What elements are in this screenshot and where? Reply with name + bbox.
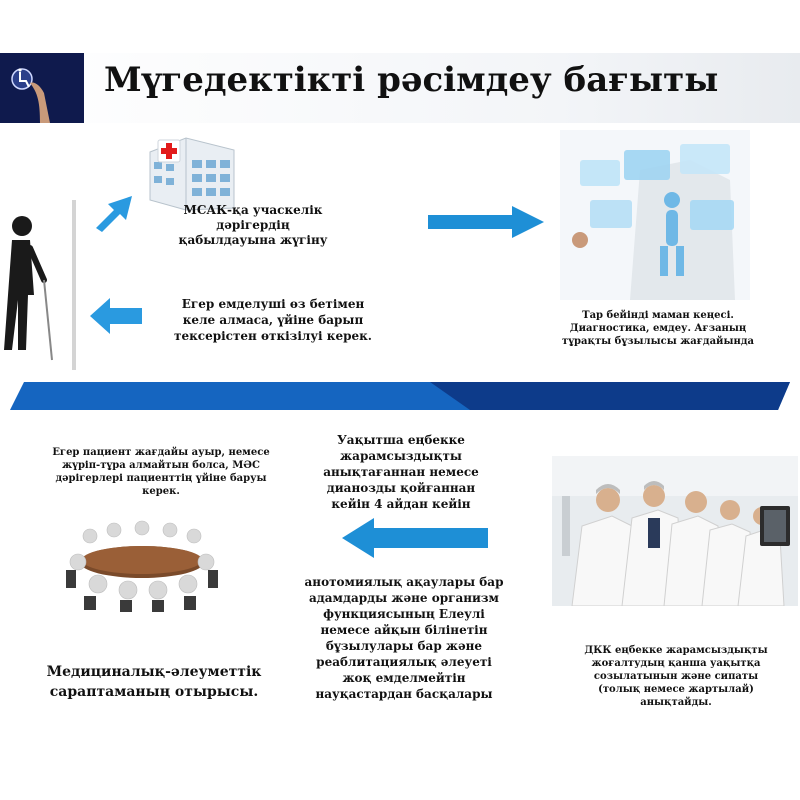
header-image [0,53,84,123]
arrow-right-top [428,206,544,238]
person-with-cane-figure [0,200,82,370]
hospital-building-icon [149,137,235,211]
doctors-group-image [552,456,798,606]
step-dkk: ДКК еңбекке жарамсыздықты жоғалтудың қан… [584,645,768,708]
page-title: Мүгедектікті рәсімдеу бағыты [104,60,719,100]
step-msak-visit: МСАК-қа учаскелік дәрігердің қабылдауына… [178,203,328,247]
header-bar [0,53,800,123]
section-divider-band [10,382,790,410]
step-timing: Уақытша еңбекке жарамсыздықты анықтағанн… [323,433,479,511]
arrow-left-home [90,298,142,334]
step-mse-home: Егер пациент жағдайы ауыр, немесе жүріп-… [52,447,270,497]
step-meeting: Медициналық-әлеуметтік сараптаманың отыр… [46,664,262,700]
meeting-table-image [48,500,232,612]
step-exception: анотомиялық ақаулары бар адамдарды және … [304,575,504,701]
step-home-exam: Егер емделуші өз бетімен келе алмаса, үй… [174,297,372,343]
doctor-digital-screen-image [560,130,750,300]
hand-image [30,82,50,123]
arrow-up-right [96,196,132,232]
step-specialist: Тар бейінді маман кеңесі. Диагностика, е… [562,310,754,347]
arrow-left-bottom [342,518,488,558]
